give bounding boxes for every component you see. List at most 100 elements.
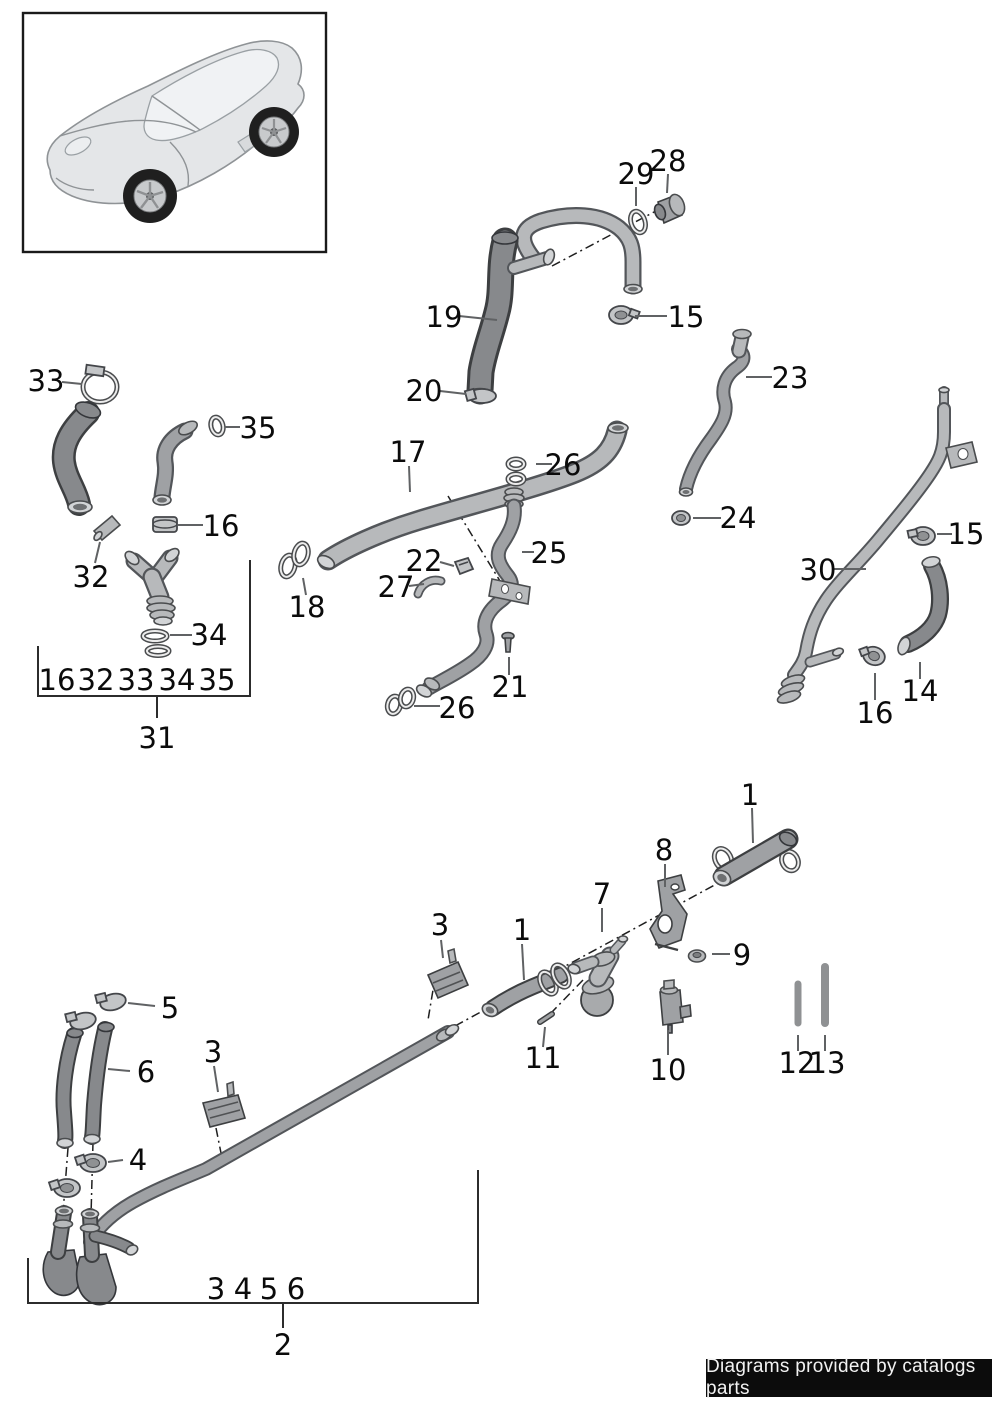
callout-17: 17 xyxy=(390,435,427,469)
group31-item-16: 16 xyxy=(39,663,76,697)
part-27-clip xyxy=(418,580,441,594)
part-16a-sleeve xyxy=(152,516,178,533)
leader-lines xyxy=(61,173,952,1163)
callout-32: 32 xyxy=(73,560,110,594)
callout-1b: 1 xyxy=(513,913,531,947)
callout-6: 6 xyxy=(137,1055,155,1089)
part-4-clamps xyxy=(47,1153,107,1198)
callout-27: 27 xyxy=(378,570,415,604)
part-8-bracket xyxy=(649,874,688,952)
callout-13: 13 xyxy=(809,1046,846,1080)
callout-10: 10 xyxy=(650,1053,687,1087)
part-15a-clamp xyxy=(608,305,641,325)
part-7-changeover-valve xyxy=(567,935,629,1017)
callout-26b: 26 xyxy=(439,691,476,725)
group2-item-5: 5 xyxy=(260,1272,278,1306)
callout-28: 28 xyxy=(650,144,687,178)
callout-34: 34 xyxy=(191,618,228,652)
part-y-connector xyxy=(124,547,180,626)
callout-19: 19 xyxy=(426,300,463,334)
callout-3a: 3 xyxy=(431,908,449,942)
callout-1a: 1 xyxy=(741,778,759,812)
callout-4: 4 xyxy=(129,1143,147,1177)
callout-7: 7 xyxy=(593,877,611,911)
callout-14: 14 xyxy=(902,674,939,708)
provider-banner-text: Diagrams provided by catalogs parts xyxy=(706,1356,976,1399)
car-rear-wheel xyxy=(249,107,299,157)
callout-35: 35 xyxy=(240,411,277,445)
callout-18: 18 xyxy=(289,590,326,624)
callout-29: 29 xyxy=(618,157,655,191)
callout-15b: 15 xyxy=(948,517,985,551)
group31-item-35: 35 xyxy=(199,663,236,697)
part-34-o-rings xyxy=(140,628,172,658)
car-glasshouse xyxy=(143,48,280,142)
group31-item-32: 32 xyxy=(78,663,115,697)
part-1b-hose xyxy=(481,962,572,1018)
part-29-o-ring xyxy=(628,208,648,236)
callout-24: 24 xyxy=(720,501,757,535)
part-6-hoses xyxy=(57,1023,115,1148)
provider-banner: Diagrams provided by catalogs parts xyxy=(706,1356,992,1399)
part-26a-o-rings xyxy=(505,456,527,487)
group2-item-6: 6 xyxy=(287,1272,305,1306)
group-2-row: 3 4 5 6 2 xyxy=(207,1272,305,1362)
part-3a-retainer xyxy=(426,947,470,1000)
group-31-bracket xyxy=(37,560,251,718)
part-16b-clamp xyxy=(858,645,886,667)
vehicle-illustration xyxy=(46,40,305,223)
callout-23: 23 xyxy=(772,361,809,395)
part-19-water-hose xyxy=(468,232,556,400)
car-headlight xyxy=(64,136,92,156)
vehicle-thumbnail xyxy=(21,11,328,254)
callout-22: 22 xyxy=(406,544,443,578)
part-33-clamp xyxy=(80,363,120,405)
part-5-clamps xyxy=(64,991,127,1031)
part-18-o-rings xyxy=(278,540,311,580)
group31-item-33: 33 xyxy=(118,663,155,697)
part-22-clip xyxy=(453,556,475,576)
callout-25: 25 xyxy=(531,536,568,570)
part-25-hose xyxy=(415,487,531,698)
part-upper-pipe-u xyxy=(524,216,643,294)
callout-31: 31 xyxy=(139,721,176,755)
callout-9: 9 xyxy=(733,938,751,972)
part-21-bolt xyxy=(501,631,515,653)
part-35-o-ring xyxy=(208,414,226,438)
part-26b-o-rings xyxy=(384,686,417,717)
group-2-bracket xyxy=(27,1170,479,1328)
callout-30: 30 xyxy=(800,553,837,587)
part-23-vent-hose xyxy=(678,328,752,497)
callout-21: 21 xyxy=(492,670,529,704)
group-31-row: 16 32 33 34 35 31 xyxy=(39,663,236,755)
part-10-valve xyxy=(659,979,692,1034)
part-24-clamp xyxy=(671,510,691,526)
callout-2: 2 xyxy=(274,1328,292,1362)
part-28-plug xyxy=(653,193,686,225)
callout-8: 8 xyxy=(655,833,673,867)
part-15b-clamp xyxy=(906,526,936,546)
part-32-pipe-stub xyxy=(92,514,122,542)
part-2-long-tube xyxy=(90,1023,460,1242)
part-11-pin xyxy=(537,1011,555,1025)
callout-33: 33 xyxy=(28,364,65,398)
part-20-clamp xyxy=(463,387,497,404)
part-30-water-pipe xyxy=(776,387,978,704)
callout-16b: 16 xyxy=(857,696,894,730)
part-1a-hose xyxy=(711,829,801,888)
car-front-wheel xyxy=(123,169,177,223)
part-3b-retainer xyxy=(201,1080,247,1128)
callout-5: 5 xyxy=(161,991,179,1025)
part-14-hose xyxy=(897,555,941,656)
callout-12: 12 xyxy=(779,1046,816,1080)
callout-16a: 16 xyxy=(203,509,240,543)
group2-item-4: 4 xyxy=(234,1272,252,1306)
part-elbow-hose-35 xyxy=(152,420,198,506)
callout-labels: 29 28 19 15 20 23 24 33 35 16 32 34 17 1… xyxy=(28,144,985,1177)
callout-15a: 15 xyxy=(668,300,705,334)
part-9-nut xyxy=(687,949,707,963)
group2-item-3: 3 xyxy=(207,1272,225,1306)
part-32-hose xyxy=(64,399,102,513)
